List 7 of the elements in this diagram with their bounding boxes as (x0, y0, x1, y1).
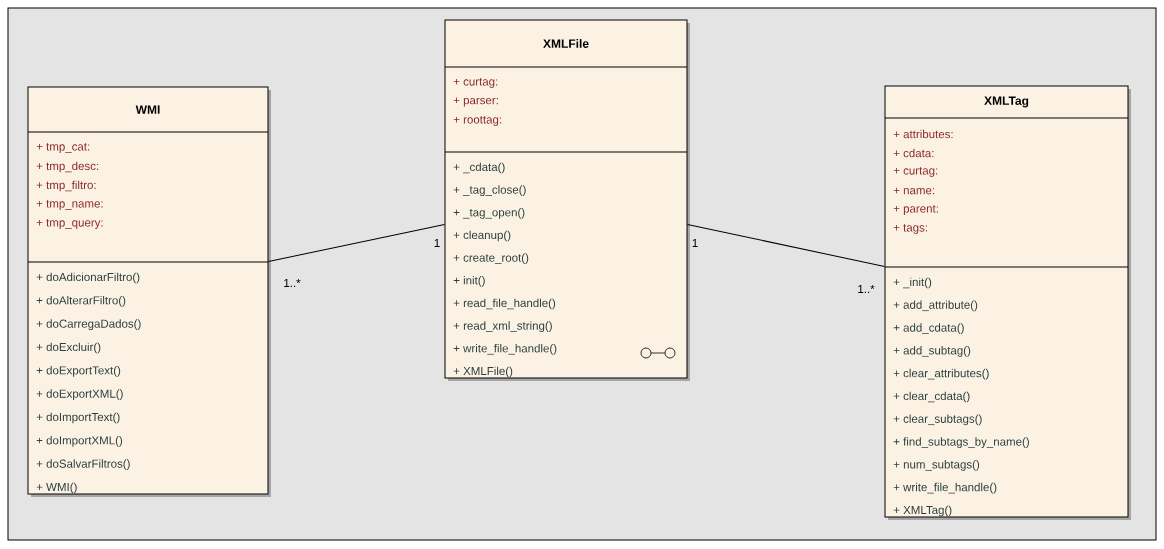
multiplicity-label: 1..* (284, 279, 301, 287)
multiplicity-label: 1..* (858, 285, 875, 293)
association-line (268, 224, 445, 262)
class-box: WMI + tmp_cat: + tmp_desc: + tmp_filtro: + tmp_name: + tmp_query: + doAdicionarFiltro() + doAlterarFiltro() + doCarregaDados() + doExcluir() + doExportText() + doExportXML() + doImportText() + doImportXML() + doSalvarFiltros() + WMI() (27, 86, 271, 497)
association-line (687, 224, 885, 267)
class-box: XMLTag + attributes: + cdata: + curtag: + name: + parent: + tags: + _init() + add_attribute() + add_cdata() + add_subtag() + clear_attributes() + clear_cdata() + clear_subtags() + find_subtags_by_name() + num_subtags() + write_file_handle() + XMLTag() (884, 85, 1131, 520)
class-box: XMLFile + curtag: + parser: + roottag: + _cdata() + _tag_close() + _tag_open() + cleanup() + create_root() + init() + read_file_handle() + read_xml_string() + write_file_handle() + XMLFile() (444, 19, 690, 381)
